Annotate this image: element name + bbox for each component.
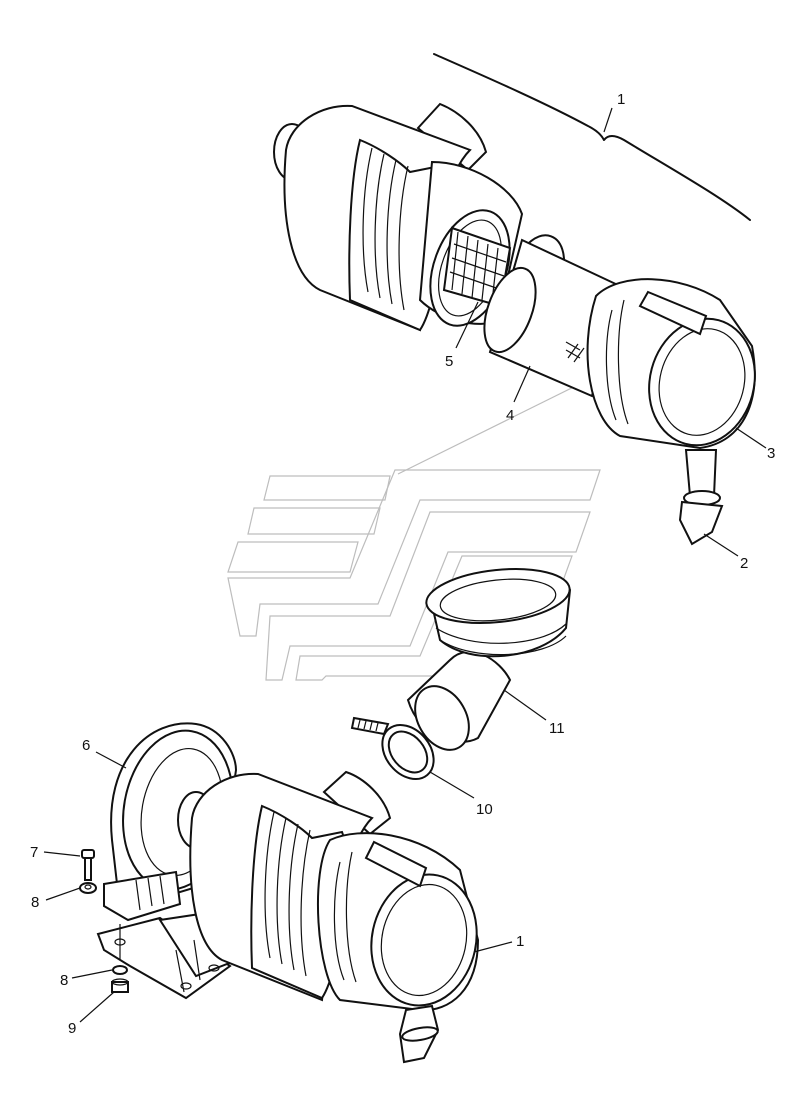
callout-10: 10 — [476, 801, 493, 818]
hose-clamp — [350, 716, 435, 780]
callout-labels: 1 5 4 3 2 11 10 6 7 8 8 9 1 — [30, 91, 775, 1037]
callout-2: 2 — [740, 555, 748, 572]
callout-7: 7 — [30, 844, 38, 861]
support-bracket — [96, 912, 234, 1000]
leader-lines — [43, 107, 767, 1023]
callout-9: 9 — [68, 1020, 76, 1037]
fastener-set — [79, 849, 129, 993]
top-housing — [273, 102, 524, 332]
callout-8-lower: 8 — [60, 972, 68, 989]
callout-8-upper: 8 — [31, 894, 39, 911]
callout-1-bottom: 1 — [516, 933, 524, 950]
callout-1-top: 1 — [617, 91, 625, 108]
assembly-bracket-line — [433, 53, 751, 221]
dust-cover — [586, 278, 756, 450]
callout-6: 6 — [82, 737, 90, 754]
bottom-housing — [177, 770, 480, 1064]
callout-5: 5 — [445, 353, 453, 370]
dust-valve — [678, 449, 724, 546]
callout-11: 11 — [549, 720, 565, 737]
callout-3: 3 — [767, 445, 775, 462]
intake-elbow — [406, 568, 572, 751]
callout-4: 4 — [506, 407, 514, 424]
